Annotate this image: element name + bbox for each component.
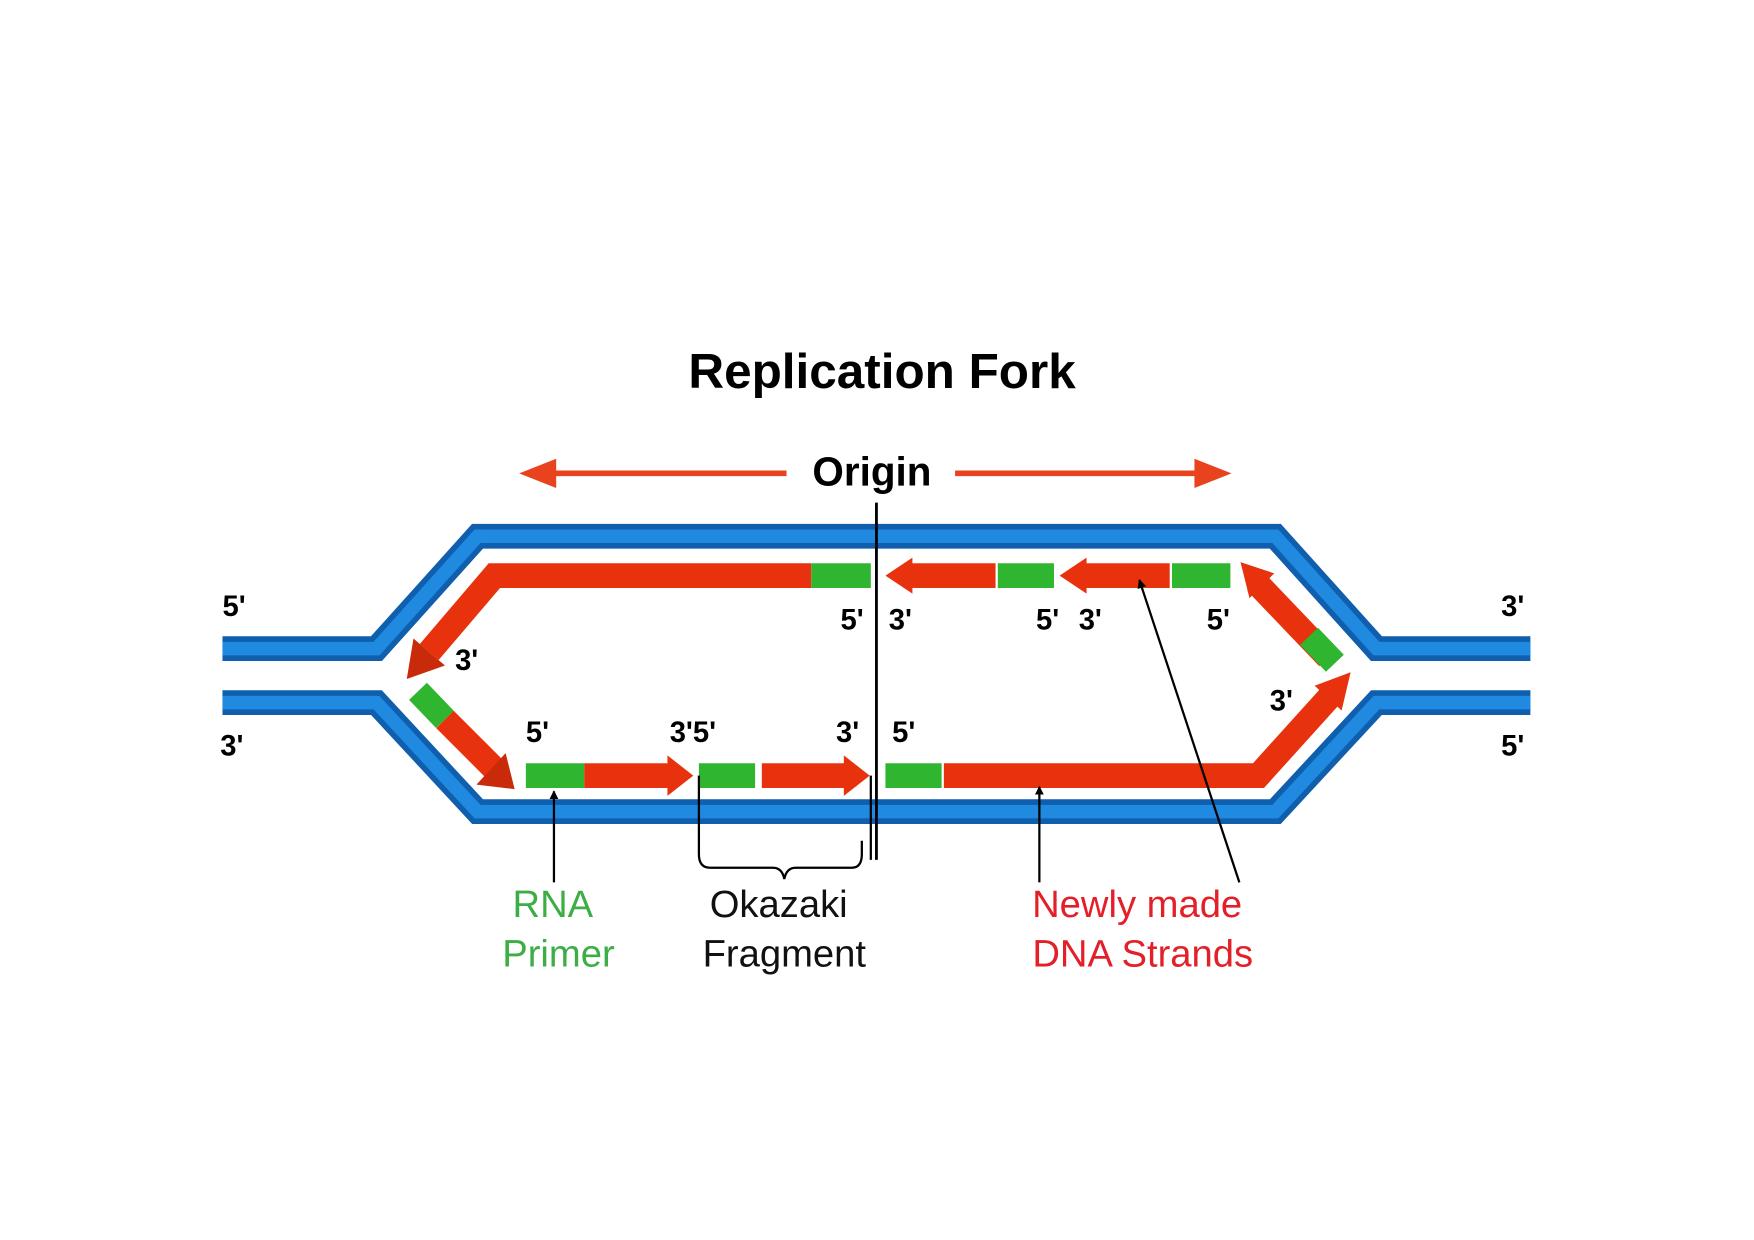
svg-text:5': 5' xyxy=(1036,605,1059,637)
rna-primer-segment xyxy=(525,763,585,788)
svg-text:3': 3' xyxy=(455,645,478,677)
rna-primer-segment xyxy=(997,563,1054,588)
label-pointers xyxy=(549,579,1241,883)
svg-text:3': 3' xyxy=(1501,591,1524,623)
svg-text:5': 5' xyxy=(1207,605,1230,637)
svg-text:3': 3' xyxy=(1270,685,1293,717)
okazaki-brace xyxy=(697,775,863,880)
rna-primer-label: RNA Primer xyxy=(502,883,615,975)
origin-line xyxy=(869,502,878,860)
svg-text:Primer: Primer xyxy=(502,933,615,976)
svg-text:3': 3' xyxy=(836,717,859,749)
svg-text:5': 5' xyxy=(840,605,863,637)
svg-text:3': 3' xyxy=(1079,605,1102,637)
new-strands xyxy=(406,557,1351,796)
okazaki-fragment-label: Okazaki Fragment xyxy=(703,883,867,975)
rna-primer-segment xyxy=(885,763,942,788)
svg-text:Newly made: Newly made xyxy=(1032,883,1242,926)
origin-label: Origin xyxy=(812,449,931,495)
rna-primer-segment xyxy=(698,763,756,788)
rna-primer-segment xyxy=(811,563,871,588)
svg-text:5': 5' xyxy=(1501,730,1524,762)
origin-direction-arrows xyxy=(519,458,1232,488)
svg-text:5': 5' xyxy=(892,717,915,749)
svg-text:RNA: RNA xyxy=(513,883,594,926)
svg-text:5': 5' xyxy=(222,591,245,623)
svg-text:3'5': 3'5' xyxy=(670,717,716,749)
rna-primer-segment xyxy=(1171,563,1231,588)
svg-text:3': 3' xyxy=(889,605,912,637)
svg-text:DNA Strands: DNA Strands xyxy=(1032,933,1253,976)
newly-made-dna-label: Newly made DNA Strands xyxy=(1032,883,1253,975)
strand-end-labels: 5' 3' 3' 5' 5' 3' 5' 3' 5' 3' 3' 5' 3'5'… xyxy=(220,591,1524,762)
diagram-title: Replication Fork xyxy=(688,344,1076,399)
svg-text:5': 5' xyxy=(526,717,549,749)
svg-text:Fragment: Fragment xyxy=(703,933,867,976)
svg-text:Okazaki: Okazaki xyxy=(710,883,848,926)
svg-text:3': 3' xyxy=(220,730,243,762)
